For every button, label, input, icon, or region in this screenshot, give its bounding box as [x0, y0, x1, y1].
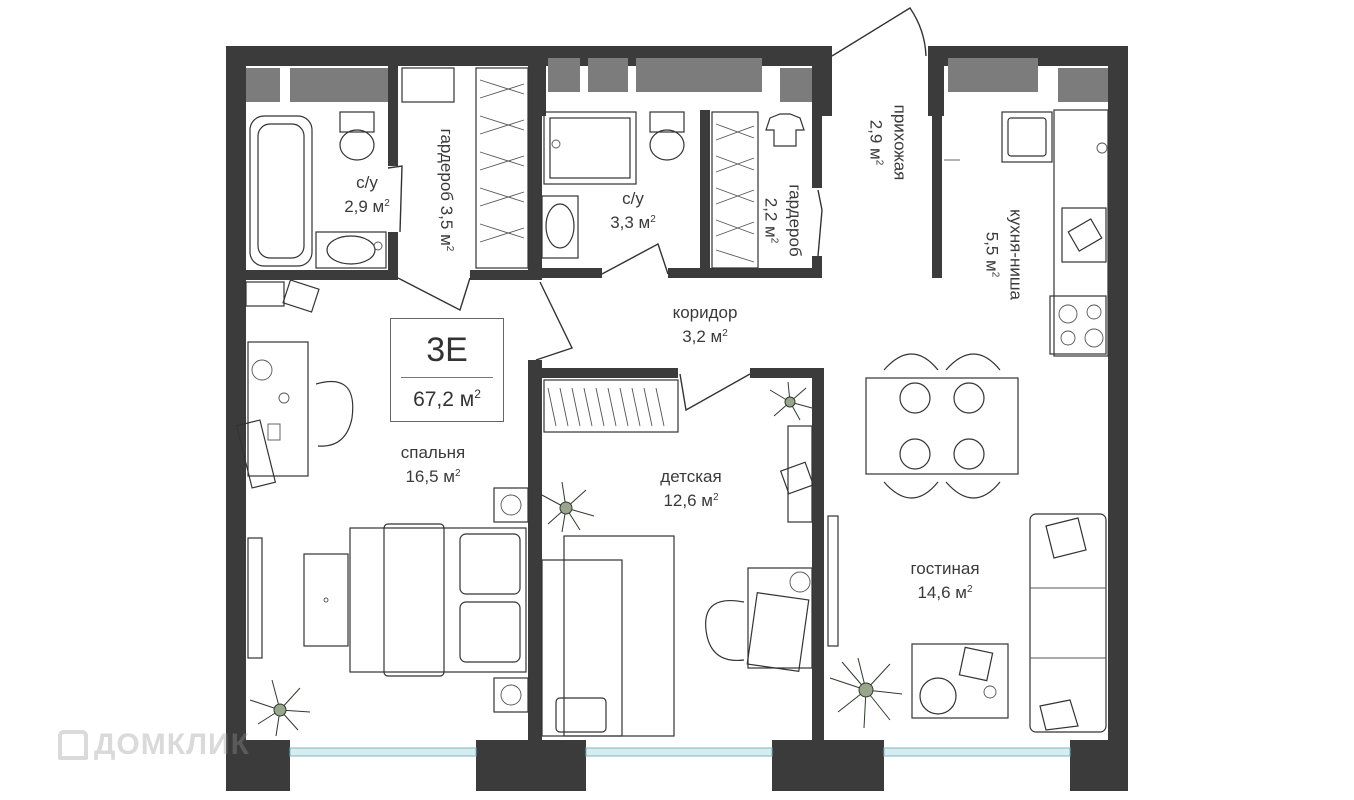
plant-icon-bedroom [249, 679, 311, 737]
house-logo-icon [58, 730, 88, 760]
top-windows [246, 58, 1108, 102]
room-label-kids: детская 12,6 м2 [660, 467, 722, 510]
bedroom-furniture [235, 279, 529, 713]
unit-total-area: 67,2 м2 [413, 387, 481, 411]
bathroom-2-fixtures [541, 111, 685, 259]
plant-icon-living [829, 657, 903, 729]
watermark: ДОМКЛИК [58, 728, 250, 762]
interior-walls [246, 66, 942, 740]
room-label-living: гостиная 14,6 м2 [910, 559, 980, 602]
room-label-bath1: с/у 2,9 м2 [344, 173, 390, 216]
room-label-corridor: коридор 3,2 м2 [672, 303, 738, 346]
room-label-wardrobe2: гардероб 2,2 м2 [761, 184, 805, 257]
room-label-bath2: с/у 3,3 м2 [610, 189, 656, 232]
unit-code: 3E [426, 331, 468, 369]
kids-furniture [541, 379, 815, 737]
outer-walls [226, 46, 1128, 791]
room-label-wardrobe1: гардероб 3,5 м2 [437, 128, 456, 252]
kitchen-fixtures [944, 109, 1109, 357]
plant-icons [249, 381, 903, 737]
living-furniture [827, 513, 1107, 733]
unit-info-box: 3E 67,2 м2 [390, 318, 504, 422]
room-label-bedroom: спальня 16,5 м2 [400, 443, 466, 486]
plant-icon-kids-1 [539, 481, 595, 533]
wardrobe-2-fixtures [711, 111, 805, 269]
plant-icon-kids-2 [769, 381, 813, 421]
doors [387, 7, 927, 412]
room-label-hall: прихожая 2,9 м2 [866, 104, 910, 181]
wardrobe-1-fixtures [401, 67, 529, 269]
bathroom-1-fixtures [249, 111, 387, 269]
dining-set [865, 353, 1019, 499]
bottom-glazing [289, 747, 1071, 757]
room-label-kitchen: кухня-ниша 5,5 м2 [982, 209, 1026, 300]
unit-divider [401, 377, 493, 378]
